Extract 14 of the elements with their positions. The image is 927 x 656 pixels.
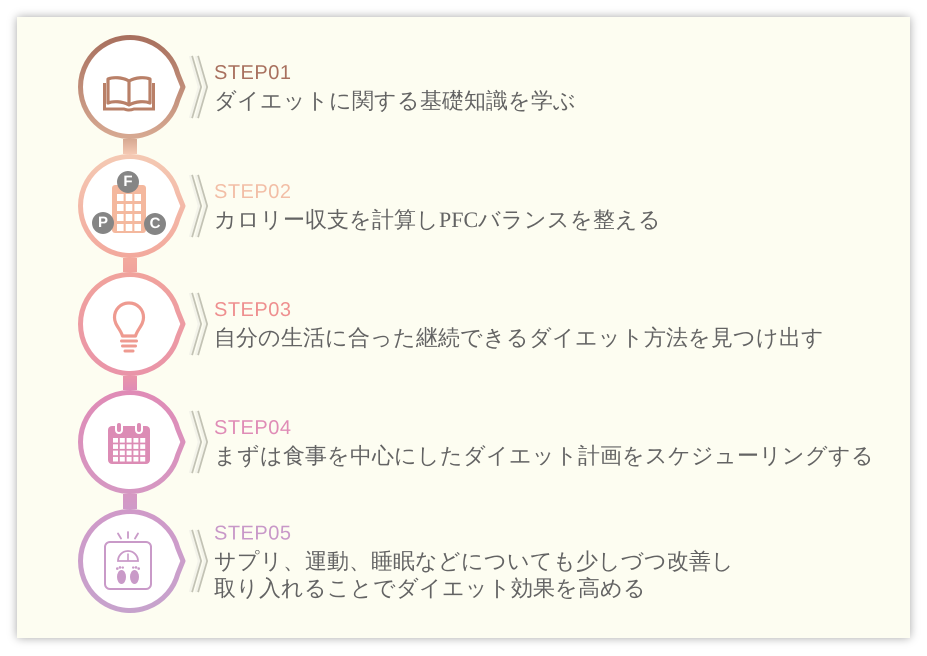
step-label: STEP01 — [214, 61, 292, 86]
connector-line — [123, 258, 137, 272]
step-label: STEP04 — [214, 416, 292, 441]
step-description: まずは食事を中心にしたダイエット計画をスケジューリングする — [214, 442, 874, 469]
connector-line — [123, 376, 137, 390]
step-description: カロリー収支を計算しPFCバランスを整える — [214, 206, 662, 233]
connector-line — [123, 494, 137, 509]
step-label: STEP03 — [214, 298, 292, 323]
connector-line — [123, 139, 137, 154]
step-description: サプリ、運動、睡眠などについても少しづつ改善し取り入れることでダイエット効果を高める — [214, 548, 734, 602]
step-label: STEP02 — [214, 180, 292, 205]
step-description: 自分の生活に合った継続できるダイエット方法を見つけ出す — [214, 324, 824, 351]
step-label: STEP05 — [214, 522, 292, 546]
step-description: ダイエットに関する基礎知識を学ぶ — [214, 87, 576, 114]
